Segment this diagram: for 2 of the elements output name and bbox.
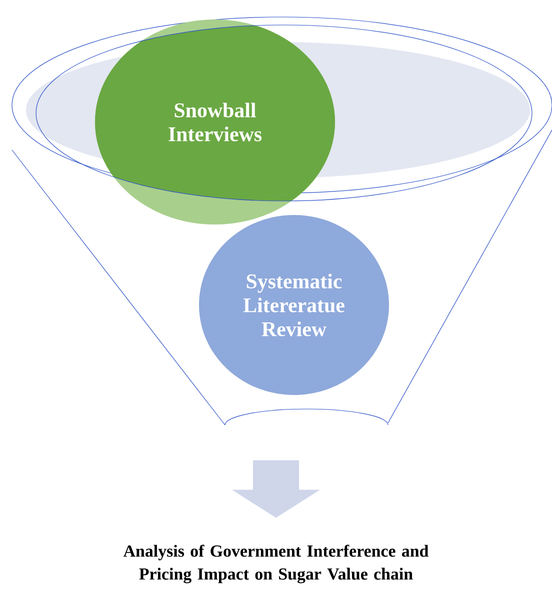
block-arrow	[232, 460, 320, 518]
caption-text: Analysis of Government Interference and Pricing Impact on Sugar Value chain	[123, 544, 429, 584]
